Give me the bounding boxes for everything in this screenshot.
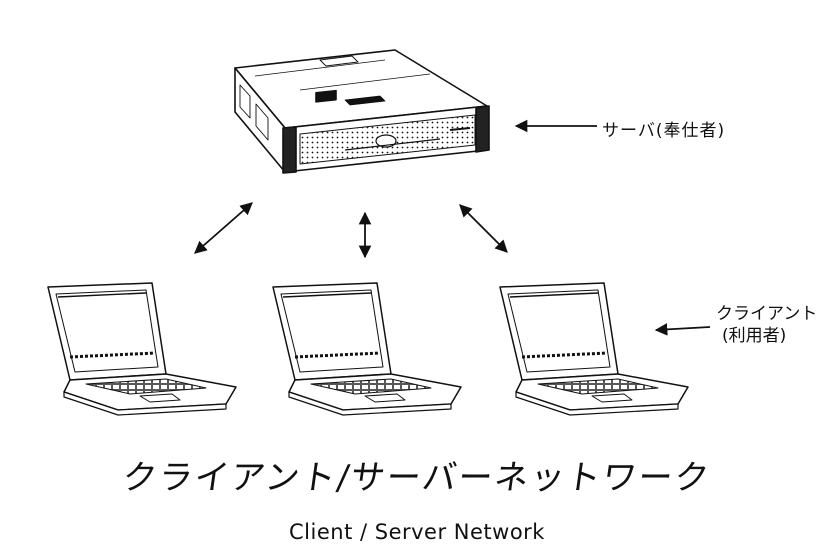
- arrow-server-client-right: [459, 204, 508, 253]
- laptop-icon-center: [272, 282, 462, 416]
- diagram-title-japanese: クライアント/サーバーネットワーク: [119, 458, 714, 498]
- diagram-title-english: Client / Server Network: [289, 520, 545, 544]
- laptop-icon-left: [47, 282, 237, 416]
- connection-arrows: [194, 119, 711, 336]
- client-label-line1: クライアント: [716, 304, 818, 324]
- client-label: クライアント (利用者): [716, 303, 817, 347]
- laptop-icon-right: [499, 282, 689, 416]
- arrow-to-client-label: [654, 323, 711, 336]
- arrow-server-client-left: [194, 202, 253, 254]
- server-label: サーバ(奉仕者): [602, 121, 726, 141]
- client-label-line2: (利用者): [722, 326, 787, 346]
- server-icon: [234, 49, 490, 174]
